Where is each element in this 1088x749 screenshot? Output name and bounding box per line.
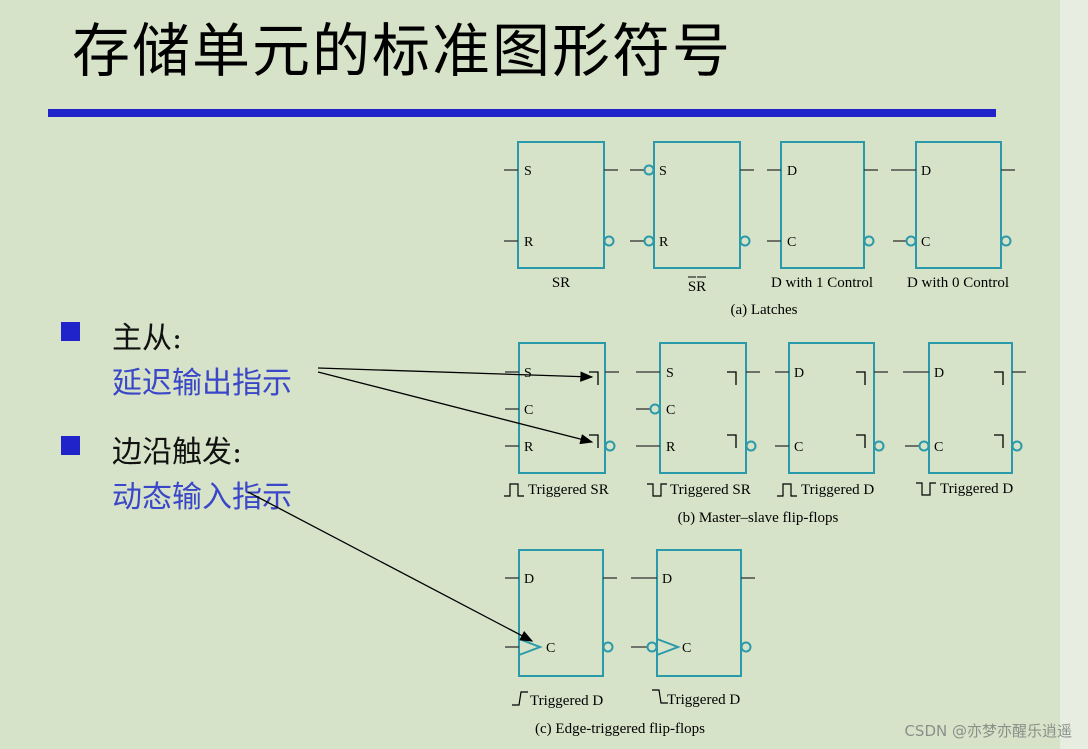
negative-pulse-icon [916, 482, 936, 496]
postponed-output-icon [856, 371, 866, 385]
d-latch-1-control-symbol: D C D with 1 Control [767, 141, 878, 291]
positive-pulse-icon [504, 483, 524, 497]
master-slave-sr-positive-symbol: S C R Triggered SR [504, 342, 619, 498]
bullet-heading: 主从: [112, 321, 183, 356]
slide-edge [1060, 0, 1088, 749]
rising-edge-icon [512, 691, 528, 706]
symbol-label: D with 1 Control [771, 275, 873, 291]
input-label: C [934, 440, 943, 455]
postponed-output-icon [856, 434, 866, 448]
bullet-detail: 动态输入指示 [112, 480, 292, 515]
postponed-output-icon [727, 371, 737, 385]
postponed-output-icon [589, 371, 599, 385]
input-label: S [524, 366, 532, 381]
dynamic-input-icon [518, 638, 543, 656]
symbol-label: Triggered D [801, 482, 874, 498]
annotation-arrow [247, 491, 534, 642]
edge-triggered-d-positive-symbol: D C Triggered D [505, 549, 617, 709]
master-slave-d-negative-symbol: D C Triggered D [903, 342, 1026, 497]
watermark: CSDN @亦梦亦醒乐逍遥 [904, 722, 1072, 740]
input-label: S [666, 366, 674, 381]
postponed-output-icon [994, 434, 1004, 448]
postponed-output-icon [727, 434, 737, 448]
input-label: C [524, 403, 533, 418]
bullet-square [61, 436, 80, 455]
sr-bar-latch-symbol: S R SR [630, 141, 754, 295]
input-label: S [659, 164, 667, 179]
falling-edge-icon [652, 689, 668, 704]
symbol-label: Triggered SR [670, 482, 751, 498]
symbol-label: Triggered SR [528, 482, 609, 498]
input-label: C [666, 403, 675, 418]
input-label: D [794, 366, 804, 381]
symbol-label: Triggered D [667, 692, 740, 708]
annotation-arrow [317, 371, 594, 445]
figure-caption: (a) Latches [730, 302, 797, 318]
input-label: R [666, 440, 676, 455]
input-label: D [524, 572, 534, 587]
input-label: R [659, 235, 669, 250]
bullet-detail: 延迟输出指示 [112, 366, 292, 401]
symbol-label: SR [688, 279, 706, 295]
input-label: D [921, 164, 931, 179]
input-label: S [524, 164, 532, 179]
input-label: C [682, 641, 691, 656]
input-label: C [794, 440, 803, 455]
input-label: R [524, 440, 534, 455]
postponed-output-icon [994, 371, 1004, 385]
bullet-heading: 边沿触发: [112, 435, 243, 470]
negative-pulse-icon [647, 483, 667, 497]
page-title: 存储单元的标准图形符号 [72, 17, 733, 85]
input-label: C [787, 235, 796, 250]
symbol-label: Triggered D [940, 481, 1013, 497]
input-label: C [921, 235, 930, 250]
dynamic-input-icon [656, 638, 681, 656]
figure-caption: (c) Edge-triggered flip-flops [535, 721, 705, 737]
input-label: D [662, 572, 672, 587]
title-divider [48, 109, 996, 117]
annotation-arrow [317, 367, 594, 382]
master-slave-sr-negative-symbol: S C R Triggered SR [636, 342, 760, 498]
d-latch-0-control-symbol: D C D with 0 Control [891, 141, 1015, 291]
figure-caption: (b) Master–slave flip-flops [678, 510, 839, 526]
input-label: D [787, 164, 797, 179]
symbol-label: SR [552, 275, 570, 291]
bullet-square [61, 322, 80, 341]
symbol-label: D with 0 Control [907, 275, 1009, 291]
master-slave-d-positive-symbol: D C Triggered D [775, 342, 888, 498]
input-label: C [546, 641, 555, 656]
input-label: D [934, 366, 944, 381]
input-label: R [524, 235, 534, 250]
edge-triggered-d-negative-symbol: D C Triggered D [631, 549, 755, 708]
symbol-label: Triggered D [530, 693, 603, 709]
positive-pulse-icon [777, 483, 797, 497]
sr-latch-symbol: S R SR [504, 141, 618, 291]
